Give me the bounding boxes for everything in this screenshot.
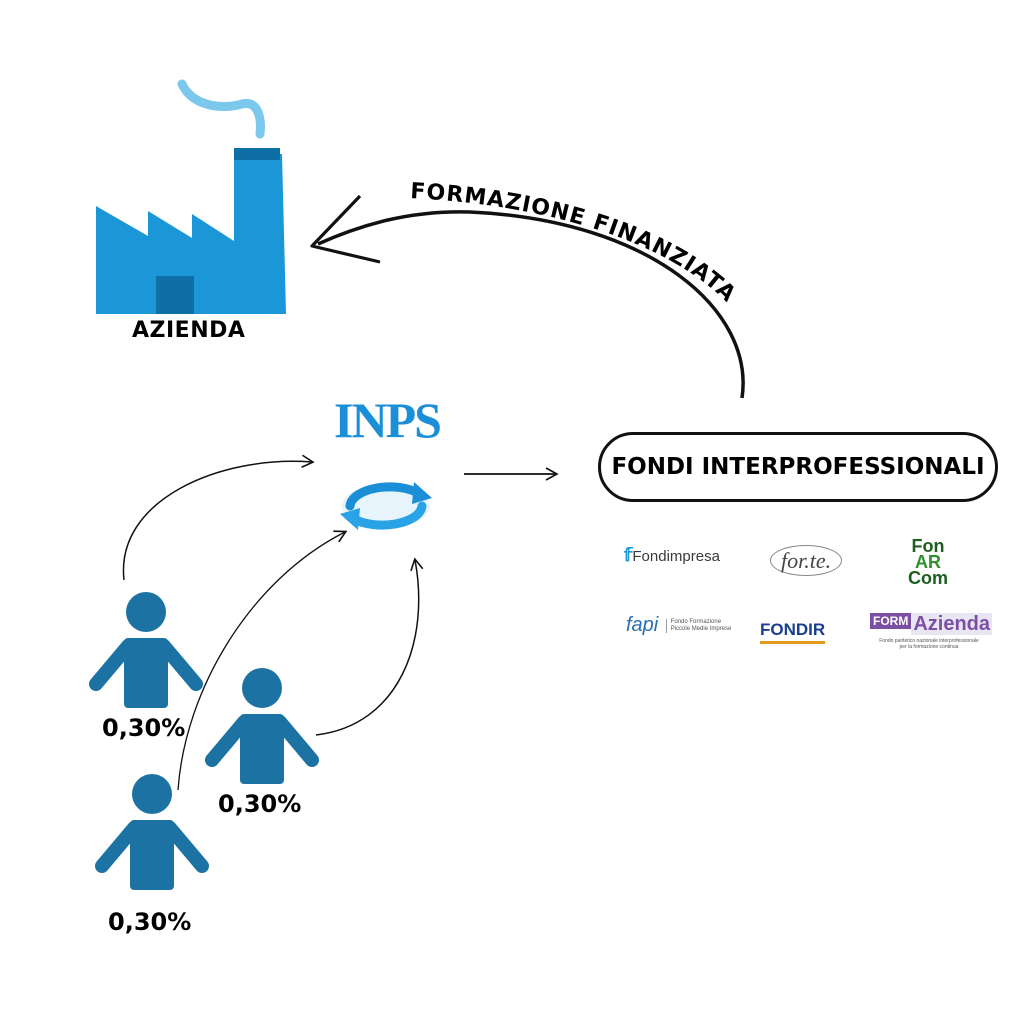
person-icon-1 xyxy=(89,592,203,708)
formazienda-azienda: Azienda xyxy=(911,613,993,635)
arrow-worker2-to-inps xyxy=(315,557,424,736)
formazienda-sub2: per la formazione continua xyxy=(899,644,959,650)
fapi-subtitle: Fondo Formazione Piccole Medie Imprese xyxy=(665,618,732,633)
arrow-fondi-to-azienda xyxy=(317,210,745,399)
factory-icon xyxy=(96,79,286,314)
fapi-sub2: Piccole Medie Imprese xyxy=(670,625,732,632)
fapi-text: fapi xyxy=(626,614,659,636)
fondir-logo: FONDIR xyxy=(760,620,826,644)
fondimpresa-logo: 𝕗Fondimpresa xyxy=(624,545,720,565)
formazienda-sub1: Fondo paritetico nazionale interprofessi… xyxy=(879,638,979,644)
worker-1-percent: 0,30% xyxy=(102,714,186,742)
fonarcom-line1: Fon xyxy=(911,536,945,556)
fonarcom-line3: Com xyxy=(908,568,948,588)
person-icon-2 xyxy=(205,668,319,784)
worker-2-percent: 0,30% xyxy=(218,790,302,818)
forte-logo: for.te. xyxy=(770,545,843,576)
inps-refresh-icon xyxy=(340,482,432,530)
fapi-sub1: Fondo Formazione xyxy=(670,618,722,625)
fonarcom-line2: AR xyxy=(915,552,941,572)
fondi-interprofessionali-box: FONDI INTERPROFESSIONALI xyxy=(598,432,998,502)
arrow-fondi-to-azienda-head xyxy=(310,194,381,264)
fonarcom-logo: Fon AR Com xyxy=(908,536,948,588)
inps-wordmark: INPS xyxy=(334,392,442,448)
inps-logo: INPS xyxy=(334,392,442,448)
forte-text: for.te. xyxy=(770,545,843,576)
fapi-logo: fapi Fondo Formazione Piccole Medie Impr… xyxy=(626,614,731,637)
formazienda-form: FORM xyxy=(870,613,912,629)
arrow-worker3-to-inps xyxy=(177,530,348,791)
formazione-finanziata-label: FORMAZIONE FINANZIATA xyxy=(410,179,741,308)
worker-3-percent: 0,30% xyxy=(108,908,192,936)
azienda-label: AZIENDA xyxy=(132,318,246,343)
fondi-label: FONDI INTERPROFESSIONALI xyxy=(611,454,985,480)
arrow-worker1-to-inps xyxy=(122,454,315,581)
person-icon-3 xyxy=(95,774,209,890)
fondir-text: FONDIR xyxy=(760,620,826,644)
formazienda-subtitle: Fondo paritetico nazionale interprofessi… xyxy=(870,638,988,650)
fondimpresa-text: Fondimpresa xyxy=(632,548,720,565)
